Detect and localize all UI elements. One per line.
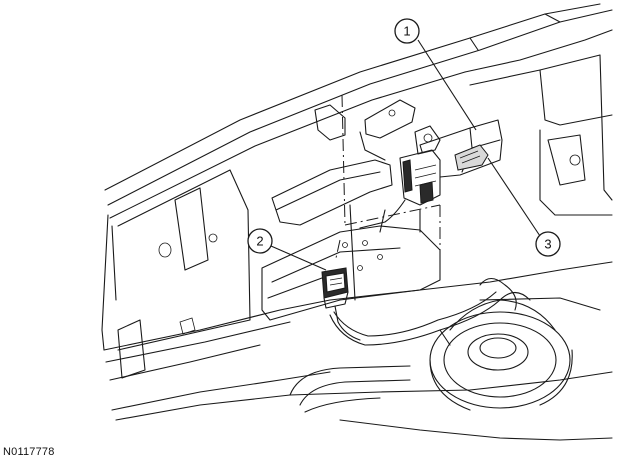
reference-lines [335,94,441,280]
callout-2-circle [247,228,273,254]
callout-1-label: 1 [403,24,410,39]
sensor-connector [321,267,361,341]
callout-3-circle [535,231,561,257]
callout-2: 2 [247,228,327,271]
vehicle-body-outline [101,3,613,441]
module-assembly [399,119,503,206]
callout-2-label: 2 [256,234,263,249]
callout-1-circle [394,18,420,44]
callout-3-label: 3 [544,237,551,252]
callout-3: 3 [487,157,561,257]
figure-id: N0117778 [3,446,55,458]
callout-1: 1 [394,18,477,131]
